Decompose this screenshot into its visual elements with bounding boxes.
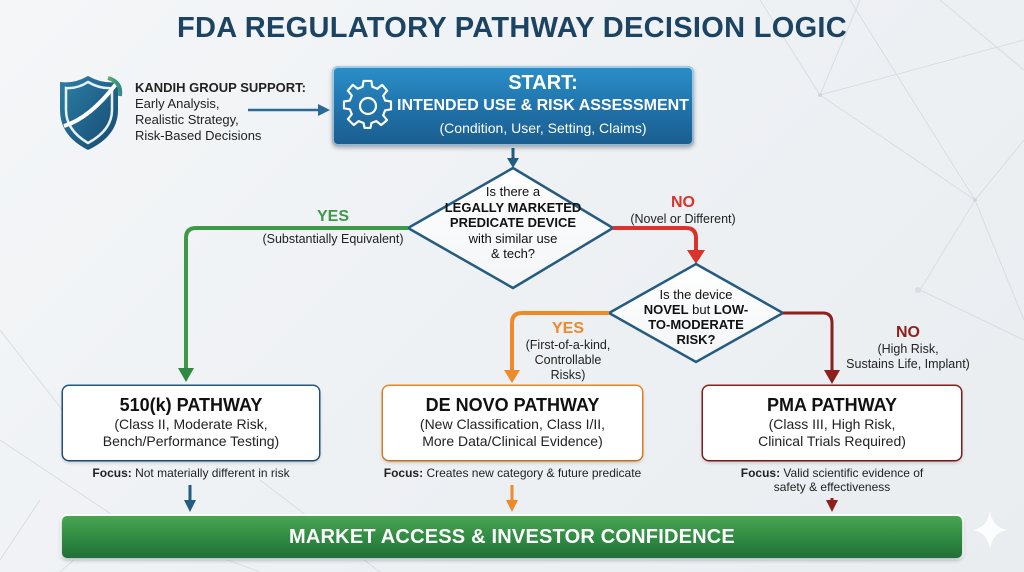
focus-text: Valid scientific evidence of xyxy=(780,466,924,480)
focus-text: Not materially different in risk xyxy=(131,466,290,480)
focus-label: Focus: xyxy=(92,466,132,480)
yes2-label-text: YES xyxy=(551,320,584,337)
focus-label: Focus: xyxy=(740,466,781,480)
decision2-novel: NOVEL xyxy=(643,302,689,317)
pathway-desc: Bench/Performance Testing) xyxy=(102,433,280,449)
decision1-line: with similar use xyxy=(468,230,558,246)
decision1-line: & tech? xyxy=(490,246,536,261)
no2-path-arrowhead xyxy=(824,370,840,384)
decision2-line: NOVEL but LOW- xyxy=(636,302,756,317)
yes2-path-line xyxy=(510,311,609,372)
start-title: INTENDED USE & RISK ASSESSMENT xyxy=(397,97,689,114)
yes2-label-note: (First-of-a-kind, xyxy=(525,338,611,352)
support-arrow-head xyxy=(318,104,330,116)
decision2-but: but xyxy=(688,302,714,317)
yes2-label-note: Controllable Risks) xyxy=(534,353,602,382)
pathway-pma-box: PMA PATHWAY (Class III, High Risk, Clini… xyxy=(703,386,961,460)
decision2-line: Is the device xyxy=(659,287,733,302)
pathway-title: 510(k) PATHWAY xyxy=(119,395,263,415)
arrow-pma-market-head xyxy=(826,500,838,512)
pathway-desc: (New Classification, Class I/II, xyxy=(419,416,606,432)
yes-label: YES (Substantially Equivalent) xyxy=(248,208,418,247)
no-path-arrowhead xyxy=(687,250,705,264)
start-box: START: INTENDED USE & RISK ASSESSMENT (C… xyxy=(332,66,694,146)
page-title: FDA REGULATORY PATHWAY DECISION LOGIC xyxy=(176,12,848,44)
focus-label: Focus: xyxy=(383,466,424,480)
arrow-denovo-market-head xyxy=(506,500,518,512)
decision2-text: Is the device NOVEL but LOW- TO-MODERATE… xyxy=(636,287,756,347)
yes2-label: YES (First-of-a-kind, Controllable Risks… xyxy=(518,320,618,383)
arrow-510k-market-head xyxy=(184,500,196,512)
yes-path-arrowhead xyxy=(178,368,194,382)
start-down-arrowhead xyxy=(507,158,519,168)
yes2-path-arrowhead xyxy=(504,370,520,383)
focus-note-denovo: Focus: Creates new category & future pre… xyxy=(373,466,652,480)
no2-label-text: NO xyxy=(896,324,920,341)
decision1-text: Is there a LEGALLY MARKETED PREDICATE DE… xyxy=(418,184,608,262)
pathway-510k-box: 510(k) PATHWAY (Class II, Moderate Risk,… xyxy=(63,386,319,460)
start-subtitle: (Condition, User, Setting, Claims) xyxy=(439,120,647,136)
market-access-banner: MARKET ACCESS & INVESTOR CONFIDENCE xyxy=(62,516,962,558)
support-line: Realistic Strategy, xyxy=(135,112,239,127)
pathway-desc: (Class III, High Risk, xyxy=(768,416,896,432)
yes-label-text: YES xyxy=(316,208,349,225)
pathway-title: DE NOVO PATHWAY xyxy=(425,395,600,415)
no-label-note: (Novel or Different) xyxy=(630,212,736,226)
start-label: START: xyxy=(508,72,578,94)
sparkle-icon xyxy=(972,510,1008,550)
decision2-line: RISK? xyxy=(676,332,716,347)
pathway-title: PMA PATHWAY xyxy=(766,395,897,415)
decision2-diamond xyxy=(606,262,786,364)
yes-label-note: (Substantially Equivalent) xyxy=(262,232,404,246)
support-panel: KANDIH GROUP SUPPORT: Early Analysis, Re… xyxy=(50,70,320,160)
no2-label: NO (High Risk, Sustains Life, Implant) xyxy=(838,324,978,372)
shield-icon xyxy=(60,76,123,150)
support-text: KANDIH GROUP SUPPORT: Early Analysis, Re… xyxy=(135,80,306,144)
decision2-low: LOW- xyxy=(713,302,749,317)
pathway-desc: Clinical Trials Required) xyxy=(758,433,906,449)
no-label-text: NO xyxy=(671,194,695,211)
focus-note-pma: Focus: Valid scientific evidence of safe… xyxy=(703,466,961,494)
focus-note-510k: Focus: Not materially different in risk xyxy=(63,466,319,480)
focus-text: Creates new category & future predicate xyxy=(423,466,642,480)
decision1-line: PREDICATE DEVICE xyxy=(449,215,577,230)
no2-label-note: (High Risk, xyxy=(877,342,939,356)
no-path-line xyxy=(613,226,698,250)
pathway-desc: More Data/Clinical Evidence) xyxy=(422,433,603,449)
support-heading: KANDIH GROUP SUPPORT: xyxy=(135,80,306,95)
focus-text: safety & effectiveness xyxy=(773,480,891,494)
no-label: NO (Novel or Different) xyxy=(618,194,748,227)
support-line: Early Analysis, xyxy=(135,96,220,111)
no2-label-note: Sustains Life, Implant) xyxy=(846,357,970,371)
pathway-denovo-box: DE NOVO PATHWAY (New Classification, Cla… xyxy=(383,386,642,460)
support-line: Risk-Based Decisions xyxy=(135,128,262,143)
decision1-line: LEGALLY MARKETED xyxy=(444,199,582,215)
gear-icon xyxy=(342,79,393,130)
pathway-desc: (Class II, Moderate Risk, xyxy=(114,416,268,432)
yes-path-line xyxy=(184,226,408,370)
decision2-line: TO-MODERATE xyxy=(648,317,744,332)
decision1-diamond xyxy=(405,166,616,290)
decision1-line: Is there a xyxy=(485,184,541,199)
no2-path-line xyxy=(783,311,834,372)
